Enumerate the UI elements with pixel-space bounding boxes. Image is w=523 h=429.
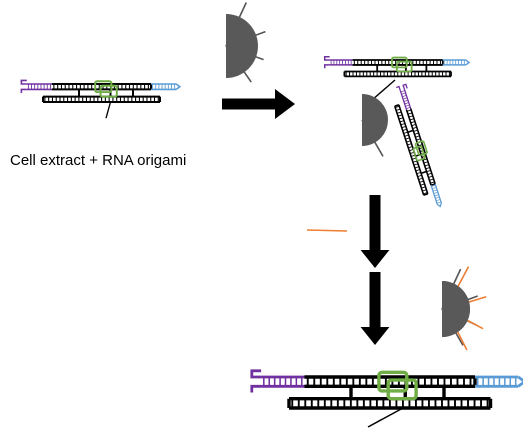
- down-arrow-icon-1: [360, 195, 390, 268]
- green-marker: [377, 370, 418, 401]
- blue-extension: [442, 59, 471, 66]
- cell-extract-caption: Cell extract + RNA origami: [10, 152, 187, 169]
- purple-aptamer: [20, 79, 53, 94]
- blue-extension: [151, 83, 182, 91]
- rna-origami-tilted: [394, 83, 442, 208]
- blue-extension: [430, 183, 442, 208]
- ribosome-icon-bottom: [441, 266, 487, 351]
- ribosome-icon-top: [225, 2, 266, 83]
- pointer-line: [371, 79, 396, 101]
- rna-origami-top-right: [323, 55, 471, 78]
- pointer-line: [105, 101, 112, 119]
- down-arrow-icon-2: [360, 272, 390, 345]
- ribosome-icon-bound: [361, 94, 388, 157]
- right-arrow-icon: [222, 89, 295, 119]
- purple-aptamer: [250, 369, 305, 393]
- green-marker: [391, 56, 413, 73]
- rna-origami-final: [250, 369, 523, 410]
- rna-origami-initial: [20, 79, 182, 119]
- pointer-line: [367, 407, 404, 428]
- blue-extension: [474, 375, 523, 388]
- green-marker: [94, 80, 118, 98]
- green-marker: [412, 140, 428, 162]
- purple-aptamer: [396, 83, 412, 111]
- rna-strand-icon: [306, 229, 348, 232]
- purple-aptamer: [323, 55, 353, 69]
